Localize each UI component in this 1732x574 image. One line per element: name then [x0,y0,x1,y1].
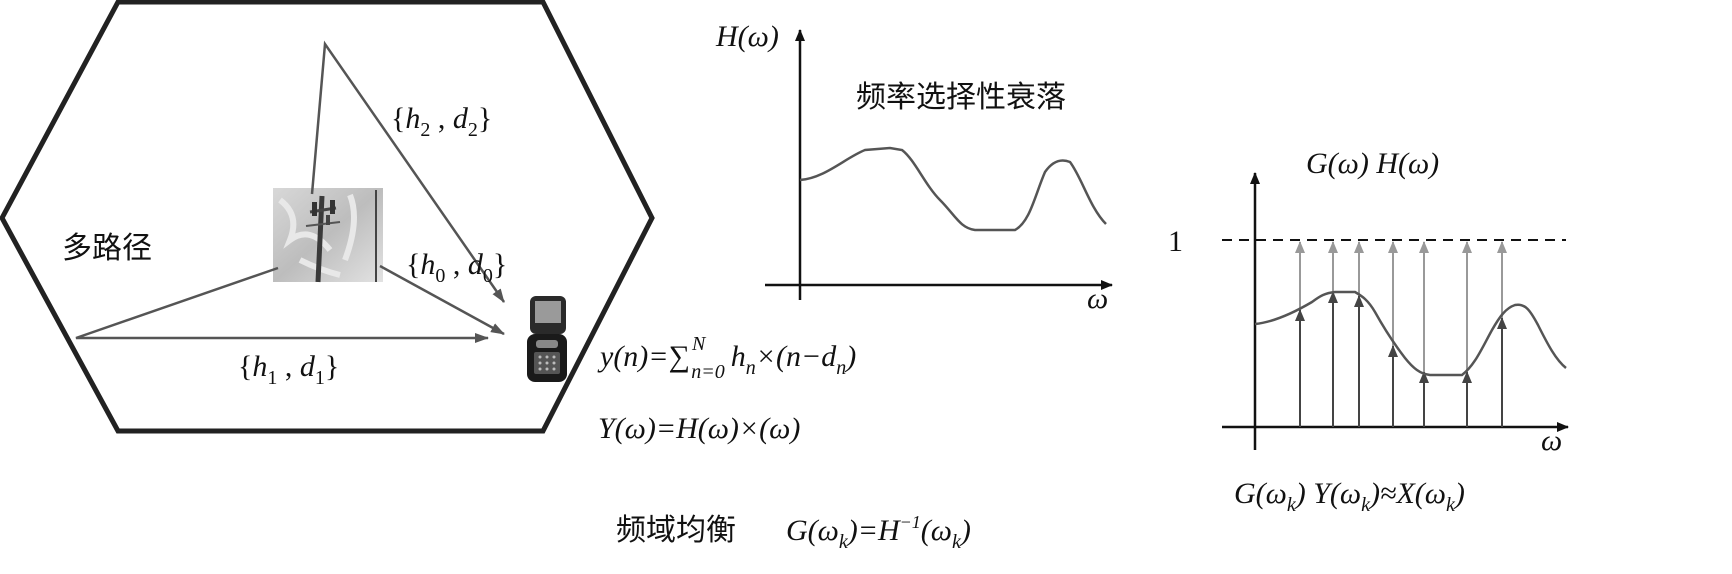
middle-chart-xlabel: ω [1087,282,1108,315]
middle-chart-title: 频率选择性衰落 [856,80,1066,115]
path-0-ray [379,264,505,336]
channel-response-curve [799,146,1107,232]
equalization-result-equation: G(ωk) Y(ωk)≈X(ωk) [1234,477,1465,516]
right-chart: G(ω) H(ω) 1 ω G(ωk) Y(ωk)≈X(ωk) [1168,147,1569,516]
mobile-phone-icon [527,296,567,382]
multipath-label: 多路径 [62,231,152,266]
path-2-ray [310,40,506,303]
subcarrier-arrows [1295,241,1507,427]
middle-chart-ylabel: H(ω) [715,20,779,53]
right-chart-xlabel: ω [1541,424,1562,457]
unity-gain-label: 1 [1168,225,1183,258]
path-1-label: {h1 , d1} [238,350,339,389]
base-station-tower-image [273,188,383,283]
path-2-label: {h2 , d2} [391,102,492,141]
equalized-response-curve [1254,290,1567,377]
cell-hexagon [0,0,655,434]
equation-equalization-label: 频域均衡 [616,513,736,548]
path-0-label: {h0 , d0} [406,248,507,287]
equation-equalizer: G(ωk)=H−1(ωk) [786,512,971,553]
equation-frequency-domain: Y(ω)=H(ω)×(ω) [598,412,800,445]
middle-chart: H(ω) 频率选择性衰落 ω [715,20,1113,315]
multipath-rays [75,40,506,343]
path-1-ray [75,266,489,343]
right-chart-ylabel: G(ω) H(ω) [1306,147,1439,180]
